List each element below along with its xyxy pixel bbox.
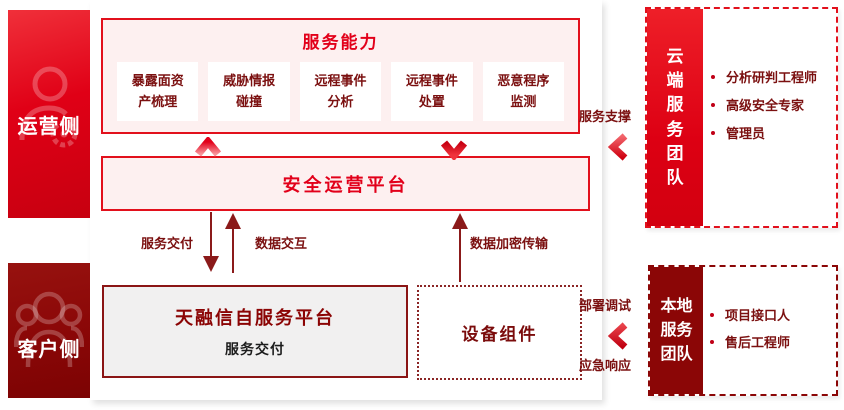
cloud-service-team-panel: 云端服务团队 分析研判工程师 高级安全专家 管理员 xyxy=(645,7,838,228)
customer-group-icon xyxy=(13,285,85,382)
team-member: 管理员 xyxy=(711,123,817,142)
bullet-icon xyxy=(711,102,715,107)
chevron-down-icon xyxy=(440,140,468,160)
security-operations-platform-label: 安全运营平台 xyxy=(282,174,409,195)
capability-item-remote-analysis: 远程事件 分析 xyxy=(299,62,382,121)
service-support-label: 服务支撑 xyxy=(578,109,631,124)
capability-item-exposure: 暴露面资 产梳理 xyxy=(117,62,199,121)
cloud-team-members: 分析研判工程师 高级安全专家 管理员 xyxy=(711,67,817,142)
data-exchange-label: 数据交互 xyxy=(254,236,307,251)
encrypted-transfer-label: 数据加密传输 xyxy=(469,236,548,251)
customer-side-label: 客户侧 xyxy=(17,339,81,361)
local-team-title: 本地服务团队 xyxy=(660,297,693,363)
team-member: 分析研判工程师 xyxy=(711,67,817,86)
self-service-platform: 天融信自服务平台 服务交付 xyxy=(102,285,408,378)
capability-item-text: 恶意程序 xyxy=(497,73,550,89)
operations-side-block: 运营侧 xyxy=(8,10,90,218)
capability-item-text: 处置 xyxy=(418,93,445,109)
team-member: 售后工程师 xyxy=(710,332,790,351)
team-member-label: 项目接口人 xyxy=(725,308,791,323)
team-member: 高级安全专家 xyxy=(711,95,817,114)
service-delivery-label: 服务交付 xyxy=(140,236,193,251)
service-capability-title: 服务能力 xyxy=(302,33,379,52)
self-service-platform-title: 天融信自服务平台 xyxy=(175,308,335,328)
emergency-response-label: 应急响应 xyxy=(578,358,631,373)
capability-item-text: 威胁情报 xyxy=(223,73,276,89)
chevron-left-icon xyxy=(607,322,628,350)
local-team-bar: 本地服务团队 xyxy=(650,267,703,394)
self-service-platform-subtitle: 服务交付 xyxy=(225,341,285,357)
cloud-team-bar: 云端服务团队 xyxy=(647,9,703,226)
capability-item-malware-monitor: 恶意程序 监测 xyxy=(482,62,565,121)
capability-item-remote-handling: 远程事件 处置 xyxy=(391,62,473,121)
deploy-debug-label: 部署调试 xyxy=(578,298,631,313)
capability-item-text: 产梳理 xyxy=(138,93,178,109)
bullet-icon xyxy=(711,130,715,135)
security-operations-platform: 安全运营平台 xyxy=(101,156,590,211)
device-components-box: 设备组件 xyxy=(417,285,582,380)
team-member-label: 高级安全专家 xyxy=(726,98,805,113)
team-member-label: 售后工程师 xyxy=(725,335,791,350)
local-service-team-panel: 本地服务团队 项目接口人 售后工程师 xyxy=(648,265,838,396)
capability-item-text: 远程事件 xyxy=(405,73,458,89)
device-components-label: 设备组件 xyxy=(461,325,538,344)
team-member-label: 管理员 xyxy=(726,126,766,141)
capability-item-text: 碰撞 xyxy=(236,93,263,109)
bullet-icon xyxy=(710,312,714,317)
capability-item-row: 暴露面资 产梳理 威胁情报 碰撞 远程事件 分析 远程事件 处置 恶意程序 监测 xyxy=(117,62,565,121)
person-gear-icon xyxy=(16,62,82,177)
local-team-members: 项目接口人 售后工程师 xyxy=(710,305,790,351)
operations-side-label: 运营侧 xyxy=(17,116,81,138)
customer-side-block: 客户侧 xyxy=(8,263,90,398)
capability-item-threat-intel: 威胁情报 碰撞 xyxy=(208,62,290,121)
bullet-icon xyxy=(711,74,715,79)
service-capability-panel: 服务能力 暴露面资 产梳理 威胁情报 碰撞 远程事件 分析 远程事件 处置 恶意… xyxy=(101,18,580,134)
chevron-left-icon xyxy=(607,133,628,161)
bullet-icon xyxy=(710,339,714,344)
capability-item-text: 分析 xyxy=(327,93,354,109)
cloud-team-title: 云端服务团队 xyxy=(666,47,684,187)
capability-item-text: 监测 xyxy=(510,93,537,109)
team-member: 项目接口人 xyxy=(710,305,790,324)
capability-item-text: 远程事件 xyxy=(314,73,367,89)
team-member-label: 分析研判工程师 xyxy=(726,70,818,85)
capability-item-text: 暴露面资 xyxy=(131,73,184,89)
chevron-up-icon xyxy=(194,137,222,157)
